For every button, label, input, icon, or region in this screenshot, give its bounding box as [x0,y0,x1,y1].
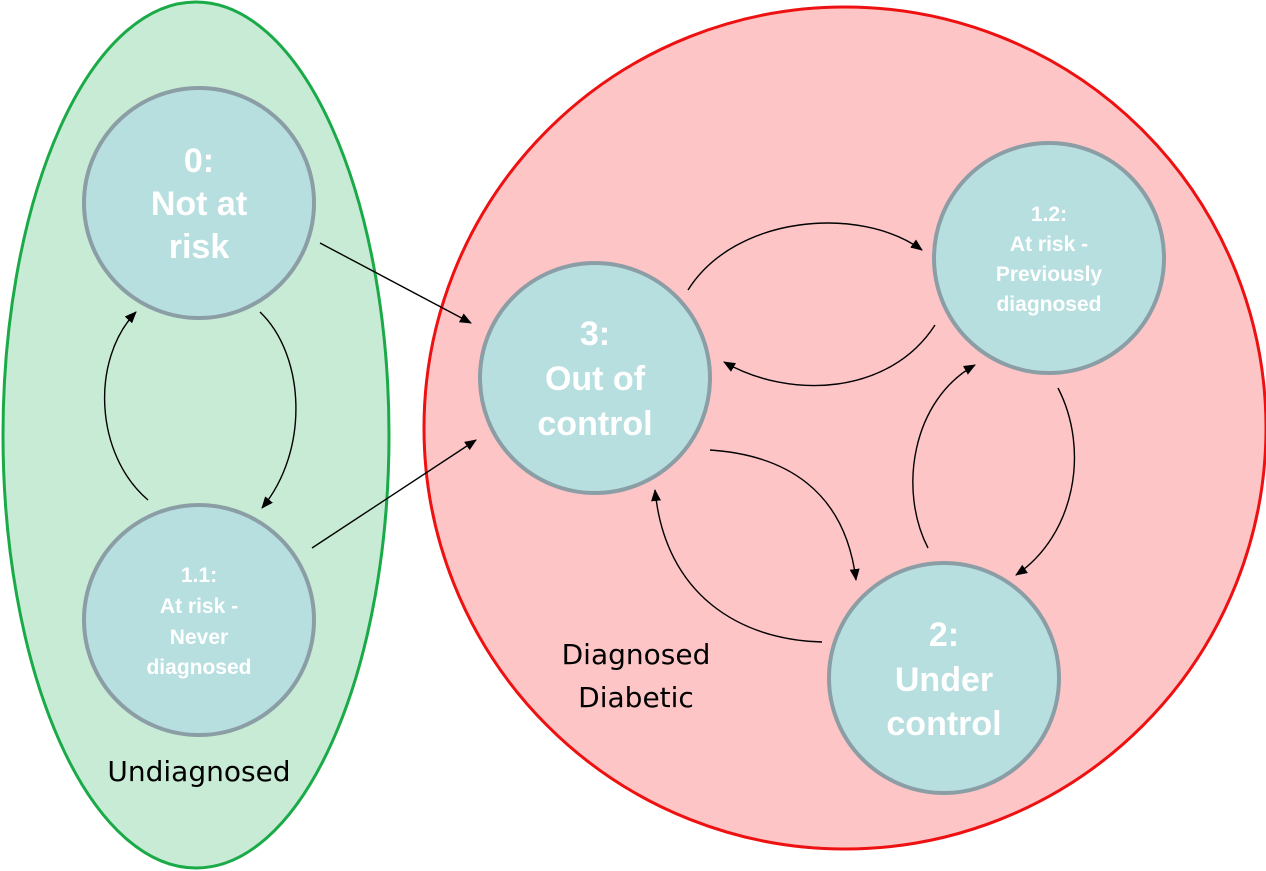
diagnosed-label-line2: Diabetic [578,681,694,714]
arrow-1-1-to-3 [311,439,477,549]
state-2: 2: Under control [827,561,1061,795]
arrow-1-2-to-3 [723,324,936,387]
arrow-0-to-3 [319,242,472,324]
state-3: 3: Out of control [478,261,712,495]
state-3-line2: Out of [545,360,646,398]
state-1-2-line3: Previously [996,263,1103,286]
state-3-line3: control [537,405,652,443]
diagnosed-label-line1: Diagnosed [562,638,711,671]
state-1-1-line2: At risk - [160,595,238,618]
state-2-line2: Under [895,661,993,699]
state-1-2-line2: At risk - [1010,233,1088,256]
state-2-line1: 2: [929,616,959,654]
state-0-line3: risk [169,228,230,266]
arrow-2-to-1-2 [912,364,976,549]
state-0-line2: Not at [151,185,247,223]
state-0-line1: 0: [184,142,214,180]
arrow-2-to-3 [651,489,823,643]
state-2-line3: control [886,705,1001,743]
state-0: 0: Not at risk [82,86,316,320]
state-1-1-line4: diagnosed [146,656,251,679]
arrow-3-to-2 [709,449,860,581]
undiagnosed-label: Undiagnosed [107,755,290,788]
state-1-1: 1.1: At risk - Never diagnosed [82,503,316,737]
arrow-3-to-1-2 [687,222,923,291]
state-3-line1: 3: [580,315,610,353]
state-1-2-line1: 1.2: [1031,203,1067,226]
arrow-1-1-to-0 [103,311,149,501]
state-1-1-line1: 1.1: [181,564,217,587]
state-1-2-line4: diagnosed [996,293,1101,316]
state-1-1-line3: Never [170,626,228,649]
arrow-1-2-to-2 [1015,387,1076,576]
state-1-2: 1.2: At risk - Previously diagnosed [932,141,1166,375]
arrow-0-to-1-1 [259,311,297,509]
